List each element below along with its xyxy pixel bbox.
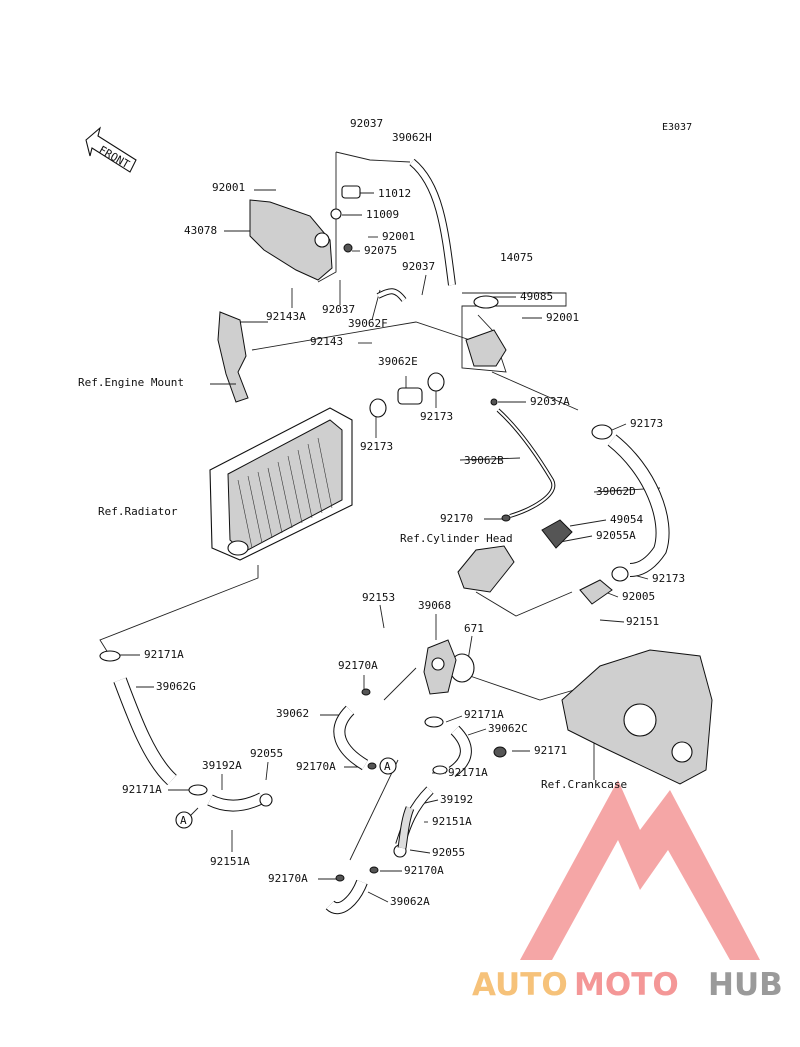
part-number-label: 92171A (122, 783, 162, 796)
thermostat-unit (541, 519, 613, 605)
part-number-label: 92075 (364, 244, 397, 257)
part-number-label: 92171A (448, 766, 488, 779)
engine-mount-bracket (210, 311, 249, 403)
part-number-label: 92171A (144, 648, 184, 661)
part-number-label: 92001 (382, 230, 415, 243)
diagram-code: E3037 (662, 122, 692, 133)
cylinder-head-ref (457, 545, 515, 593)
part-number-label: 92153 (362, 591, 395, 604)
part-number-label: 92151 (626, 615, 659, 628)
part-number-label: 39062F (348, 317, 388, 330)
part-number-label: 92143 (310, 335, 343, 348)
part-number-label: 39068 (418, 599, 451, 612)
part-number-label: 39062 (276, 707, 309, 720)
part-number-label: 92173 (360, 440, 393, 453)
part-number-label: 92173 (420, 410, 453, 423)
part-number-label: 92037 (322, 303, 355, 316)
watermark-text: AUTO MOTO HUB (472, 967, 783, 1003)
part-number-label: 92170A (268, 872, 308, 885)
part-number-label: 43078 (184, 224, 217, 237)
part-number-label: 92037A (530, 395, 570, 408)
connector-label: A (180, 814, 187, 827)
part-number-label: 92001 (212, 181, 245, 194)
part-number-label: 92170 (440, 512, 473, 525)
part-number-label: 92055 (432, 846, 465, 859)
thermostat-housing (465, 295, 507, 367)
part-number-label: 39062H (392, 131, 432, 144)
part-number-label: 11012 (378, 187, 411, 200)
radiator (209, 407, 353, 561)
front-arrow: FRONT (85, 126, 137, 173)
part-number-label: 92173 (652, 572, 685, 585)
part-number-label: 49085 (520, 290, 553, 303)
water-pump (423, 639, 457, 695)
part-number-label: 39062G (156, 680, 196, 693)
part-number-label: 92055A (596, 529, 636, 542)
part-number-label: 92170A (404, 864, 444, 877)
part-number-label: 92171A (464, 708, 504, 721)
water-pipes (397, 806, 415, 849)
part-number-label: 92005 (622, 590, 655, 603)
part-number-label: 92173 (630, 417, 663, 430)
part-number-label: 39062A (390, 895, 430, 908)
connector-label: A (384, 760, 391, 773)
watermark-logo (520, 780, 760, 960)
part-number-label: 11009 (366, 208, 399, 221)
part-number-label: 92170A (338, 659, 378, 672)
part-number-label: 14075 (500, 251, 533, 264)
watermark-part-moto: MOTO (574, 967, 679, 1003)
part-number-label: 92171 (534, 744, 567, 757)
watermark-part-auto: AUTO (472, 967, 568, 1003)
reservoir-tank (249, 185, 361, 281)
reference-label: Ref.Engine Mount (78, 376, 184, 389)
reference-label: Ref.Radiator (98, 505, 178, 518)
part-number-label: 39192A (202, 759, 242, 772)
reference-label: Ref.Cylinder Head (400, 532, 513, 545)
reference-label: Ref.Crankcase (541, 778, 627, 791)
part-number-label: 92037 (350, 117, 383, 130)
part-number-label: 92001 (546, 311, 579, 324)
part-number-label: 671 (464, 622, 484, 635)
part-number-label: 39192 (440, 793, 473, 806)
part-number-label: 92055 (250, 747, 283, 760)
part-number-label: 92143A (266, 310, 306, 323)
part-number-label: 39062B (464, 454, 504, 467)
part-number-label: 39062E (378, 355, 418, 368)
part-number-label: 92170A (296, 760, 336, 773)
hose-clamps (99, 372, 629, 882)
part-number-label: 39062C (488, 722, 528, 735)
part-number-label: 92151A (210, 855, 250, 868)
reference-labels: Ref.Engine MountRef.RadiatorRef.Cylinder… (78, 376, 627, 791)
part-number-label: 92151A (432, 815, 472, 828)
part-number-label: 92037 (402, 260, 435, 273)
watermark-part-hub: HUB (708, 967, 783, 1003)
connector-labels: AA (180, 760, 391, 827)
hoses (113, 158, 670, 915)
crankcase-ref (561, 649, 713, 785)
part-number-label: 39062D (596, 485, 636, 498)
part-number-label: 49054 (610, 513, 643, 526)
connector-markers (175, 757, 397, 829)
